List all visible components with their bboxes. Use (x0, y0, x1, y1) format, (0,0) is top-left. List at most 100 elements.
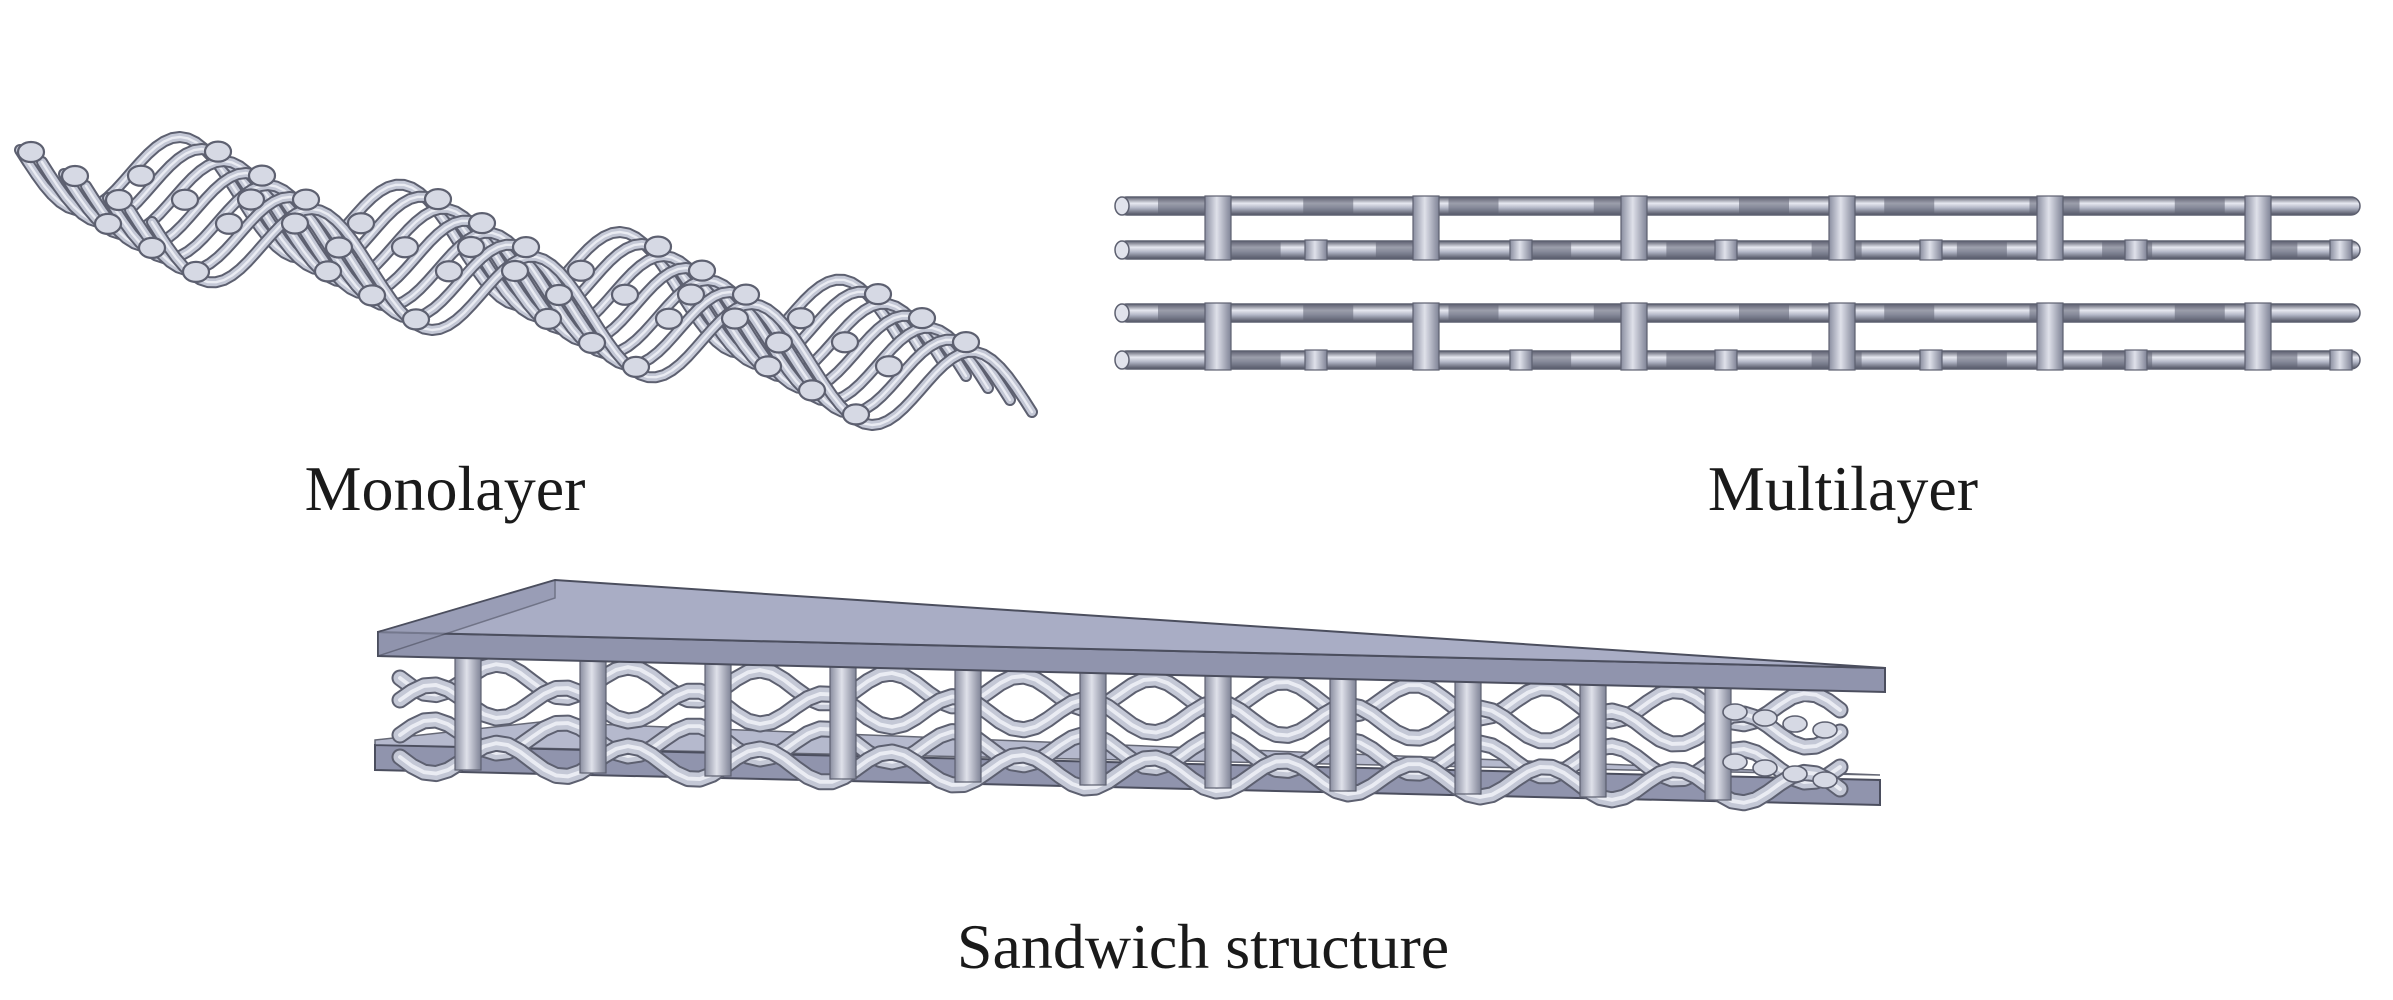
monolayer-connector (203, 140, 233, 163)
monolayer-connector (511, 236, 541, 259)
monolayer-connector (687, 259, 717, 282)
monolayer-connector (544, 283, 574, 307)
sandwich-caption: Sandwich structure (957, 911, 1449, 982)
multilayer-post (1714, 239, 1738, 261)
monolayer-caption: Monolayer (305, 453, 586, 524)
multilayer-post (1412, 302, 1440, 371)
multilayer-post (1919, 349, 1943, 371)
sandwich-post (1454, 678, 1482, 795)
monolayer-connector (291, 188, 321, 211)
monolayer-connector (434, 260, 464, 283)
multilayer-post (1714, 349, 1738, 371)
multilayer-post (1828, 195, 1856, 261)
multilayer-post (2244, 195, 2272, 261)
multilayer-panel (1114, 195, 2361, 371)
monolayer-connector (753, 355, 783, 378)
multilayer-post (1204, 195, 1232, 261)
sandwich-post (1704, 684, 1732, 801)
sandwich-rod-end (1722, 753, 1748, 771)
multilayer-post (1304, 349, 1328, 371)
monolayer-connector (313, 260, 343, 283)
sandwich-post (1329, 675, 1357, 792)
monolayer-connector (863, 283, 893, 306)
monolayer-connector (467, 212, 497, 235)
sandwich-rod-end (1752, 709, 1778, 727)
multilayer-rod (1114, 303, 2361, 323)
monolayer-panel (14, 131, 1038, 431)
monolayer-connector (786, 307, 816, 330)
multilayer-post (1828, 302, 1856, 371)
multilayer-post (2036, 302, 2064, 371)
monolayer-connector (621, 355, 651, 378)
monolayer-wire (146, 203, 1038, 431)
monolayer-connector (577, 331, 607, 354)
monolayer-connector (907, 307, 937, 330)
sandwich-post (704, 660, 732, 777)
multilayer-rod (1114, 196, 2361, 216)
sandwich-rod-end (1782, 715, 1808, 733)
monolayer-connector (60, 164, 90, 188)
monolayer-connector (643, 235, 673, 258)
monolayer-connector (533, 307, 563, 330)
multilayer-post (1620, 302, 1648, 371)
sandwich-rod-end (1812, 721, 1838, 739)
multilayer-post (2036, 195, 2064, 261)
monolayer-connector (423, 188, 453, 211)
sandwich-panel (374, 578, 1886, 812)
monolayer-connector (280, 212, 310, 235)
monolayer-connector (874, 355, 904, 378)
sandwich-rod-end (1752, 759, 1778, 777)
monolayer-connector (610, 283, 640, 306)
monolayer-connector (654, 307, 684, 330)
monolayer-connector (456, 235, 486, 259)
sandwich-post (1079, 669, 1107, 786)
monolayer-connector (676, 283, 706, 306)
sandwich-post (579, 657, 607, 774)
multilayer-post (2244, 302, 2272, 371)
multilayer-caption: Multilayer (1708, 453, 1978, 524)
sandwich-post (1579, 681, 1607, 798)
monolayer-connector (830, 331, 860, 354)
monolayer-connector (731, 283, 761, 306)
sandwich-post (954, 666, 982, 783)
monolayer-connector (720, 307, 750, 330)
multilayer-post (1509, 349, 1533, 371)
monolayer-connector (214, 212, 244, 235)
sandwich-rod-end (1812, 771, 1838, 789)
monolayer-connector (841, 403, 871, 426)
monolayer-connector (236, 188, 266, 211)
monolayer-connector (324, 236, 354, 259)
sandwich-top-plate-end (377, 578, 556, 658)
monolayer-connector (126, 164, 156, 187)
monolayer-connector (566, 259, 596, 282)
multilayer-post (2329, 239, 2353, 261)
monolayer-connector (797, 379, 827, 402)
multilayer-post (1509, 239, 1533, 261)
multilayer-post (2124, 239, 2148, 261)
monolayer-connector (137, 236, 167, 259)
multilayer-post (1620, 195, 1648, 261)
monolayer-connector (181, 260, 211, 283)
multilayer-post (1204, 302, 1232, 371)
multilayer-post (2329, 349, 2353, 371)
monolayer-connector (104, 188, 134, 212)
monolayer-connector (16, 140, 46, 164)
multilayer-post (1919, 239, 1943, 261)
monolayer-connector (390, 236, 420, 259)
sandwich-post (1204, 672, 1232, 789)
monolayer-connector (401, 308, 431, 331)
sandwich-post (454, 654, 482, 771)
sandwich-rod-end (1782, 765, 1808, 783)
sandwich-core (391, 654, 1849, 812)
monolayer-connector (247, 164, 277, 187)
multilayer-post (2124, 349, 2148, 371)
monolayer-connector (346, 212, 376, 235)
monolayer-connector (500, 259, 530, 283)
monolayer-connector (357, 284, 387, 307)
monolayer-connector (951, 331, 981, 354)
monolayer-connector (764, 331, 794, 354)
monolayer-connector (93, 212, 123, 235)
sandwich-rod-end (1722, 703, 1748, 721)
monolayer-connector (170, 188, 200, 211)
